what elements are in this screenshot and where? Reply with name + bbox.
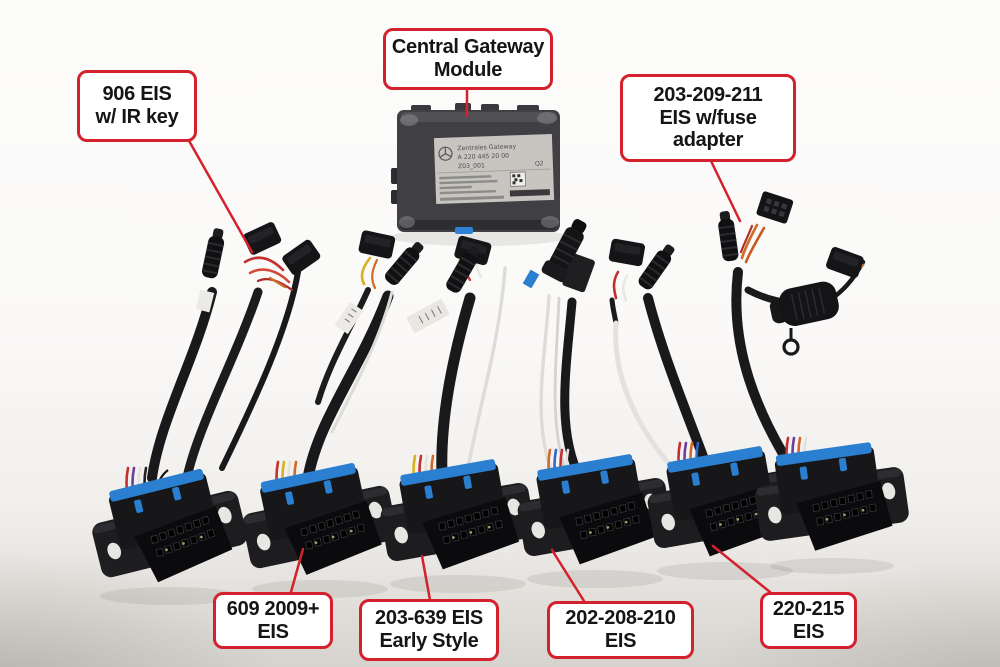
callout-line: 220-215 [772,597,845,620]
module-label-part-number: A 220 445 20 00 [457,152,509,161]
callout-central-gateway-module: Central Gateway Module [383,28,553,90]
obd-connector-203-209-211 [749,437,913,559]
cable-202-208-210 [522,219,595,483]
obd-connector-906 [82,461,254,596]
fuse-holder [769,281,839,326]
callout-line: EIS [257,620,289,643]
callout-203-209-211-eis: 203-209-211 EIS w/fuse adapter [620,74,796,162]
ring-clip [782,328,800,356]
leader-906 [186,137,254,254]
callout-line: EIS w/fuse [659,106,757,129]
callout-line: Module [433,59,503,81]
cylindrical-connector [541,219,587,283]
callout-line: 906 EIS [102,83,172,106]
cable-203-209-211 [715,191,866,457]
barrel-plug [199,226,228,281]
module-label-title: Zentrales Gateway [457,143,516,152]
leader-203-639 [420,554,432,602]
barrel-plug [715,209,741,263]
callout-202-208-210-eis: 202-208-210 EIS [547,601,694,659]
leader-202-208-210 [550,548,586,603]
cable-tag [334,301,364,335]
obd-connector-203-639 [373,453,540,579]
callout-line: 609 2009+ [226,597,320,620]
callout-line: w/ IR key [95,106,179,128]
cable-906 [147,220,322,514]
module-label-fine-print [439,175,505,201]
leader-lines [186,88,772,603]
module-port [455,227,473,234]
central-gateway-module: Zentrales Gateway A 220 445 20 00 Z03_00… [391,103,560,234]
obd-connector-609 [234,456,403,587]
callout-line: 202-208-210 [565,607,676,630]
module-label-revision: Q2 [535,160,544,167]
callout-line: adapter [672,129,744,152]
leader-220-215 [711,544,772,594]
callout-203-639-eis: 203-639 EIS Early Style [359,599,499,661]
callout-609-eis: 609 2009+ EIS [213,592,333,649]
callout-line: 203-209-211 [653,83,763,106]
callout-line: EIS [792,620,825,643]
callout-906-eis: 906 EIS w/ IR key [77,70,197,142]
callout-line: Central Gateway [391,36,545,59]
callout-line: EIS [604,630,637,652]
module-label-datamatrix [509,171,550,197]
cable-203-639 [406,234,507,481]
leader-203-209-211 [709,159,742,223]
cable-609 [302,229,428,484]
mercedes-star-icon [438,146,453,161]
callout-line: 203-639 EIS [375,607,483,630]
leader-609 [289,547,305,594]
plug-connector [756,191,794,224]
bracket [562,253,595,293]
module-label-code: Z03_001 [458,162,485,170]
callout-line: Early Style [379,630,479,652]
callout-220-215-eis: 220-215 EIS [760,592,857,649]
module-label: Zentrales Gateway A 220 445 20 00 Z03_00… [433,133,555,205]
cable-220-215 [608,238,713,475]
cable-tag [406,298,450,334]
